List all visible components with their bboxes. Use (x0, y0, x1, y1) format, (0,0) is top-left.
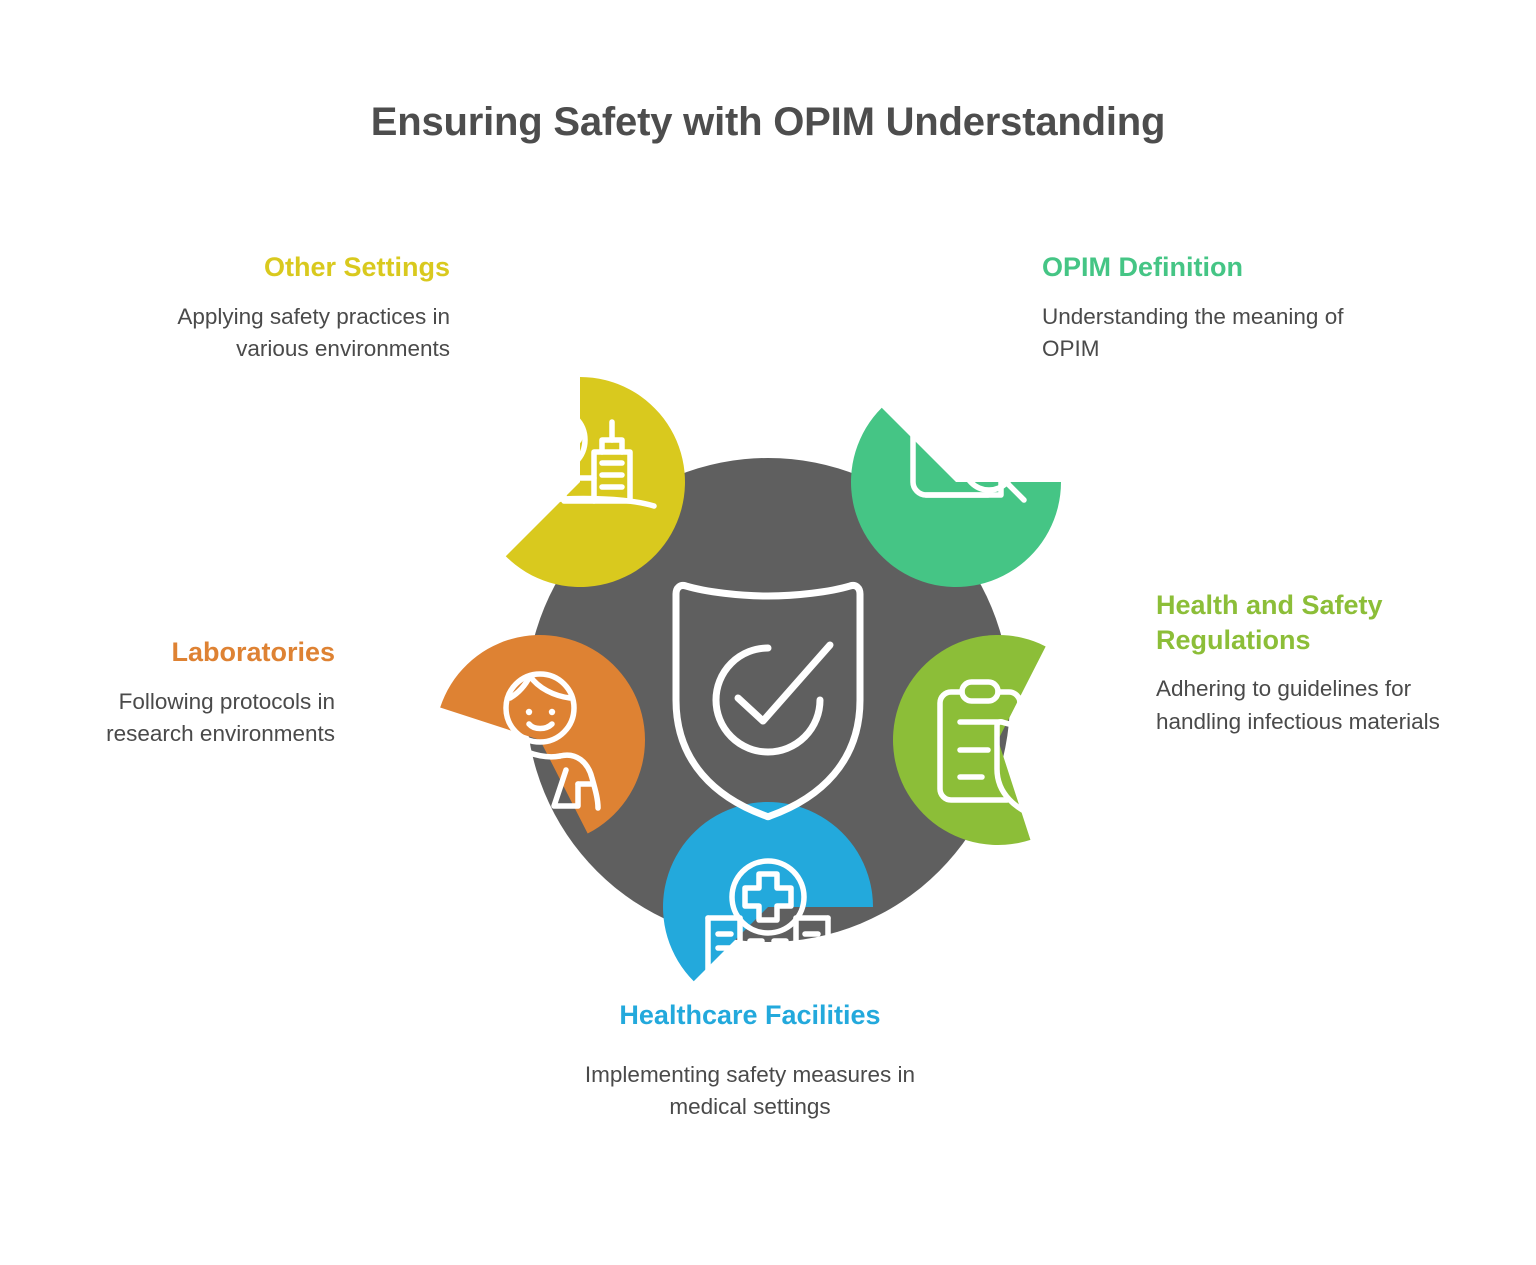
shield-check-icon (672, 582, 864, 821)
clipboard-shield-icon (937, 679, 1082, 820)
petal-healthcare-facilities[interactable] (620, 759, 895, 1034)
node-heading-healthcare-facilities: Healthcare Facilities (619, 1000, 881, 1030)
node-heading-other-settings: Other Settings (263, 252, 450, 282)
scientist-flask-icon (463, 671, 601, 827)
node-body-laboratories: Following protocols in research environm… (106, 688, 335, 747)
node-laboratories: Laboratories Following protocols in rese… (30, 635, 335, 751)
petal-health-regulations[interactable] (798, 560, 1168, 930)
node-body-other-settings: Applying safety practices in various env… (177, 303, 450, 362)
page-title: Ensuring Safety with OPIM Understanding (370, 100, 1166, 144)
node-heading-opim-definition: OPIM Definition (1042, 252, 1243, 282)
node-body-healthcare-facilities: Implementing safety measures in medical … (584, 1061, 916, 1120)
petal-diagram (368, 300, 1168, 1100)
node-heading-laboratories: Laboratories (171, 637, 335, 667)
node-opim-definition: OPIM Definition Understanding the meanin… (1042, 250, 1372, 366)
node-health-and-safety-regulations: Health and Safety Regulations Adhering t… (1156, 588, 1466, 738)
hospital-cross-icon (705, 858, 831, 989)
node-other-settings: Other Settings Applying safety practices… (120, 250, 450, 366)
node-body-health-and-safety-regulations: Adhering to guidelines for handling infe… (1156, 676, 1440, 734)
node-healthcare-facilities: Healthcare Facilities Implementing safet… (580, 998, 920, 1124)
globe-city-icon (511, 406, 657, 509)
node-body-opim-definition: Understanding the meaning of OPIM (1042, 303, 1344, 362)
center-hub-circle (526, 458, 1010, 942)
node-heading-health-and-safety-regulations: Health and Safety Regulations (1156, 590, 1383, 655)
book-search-icon (910, 409, 1027, 503)
